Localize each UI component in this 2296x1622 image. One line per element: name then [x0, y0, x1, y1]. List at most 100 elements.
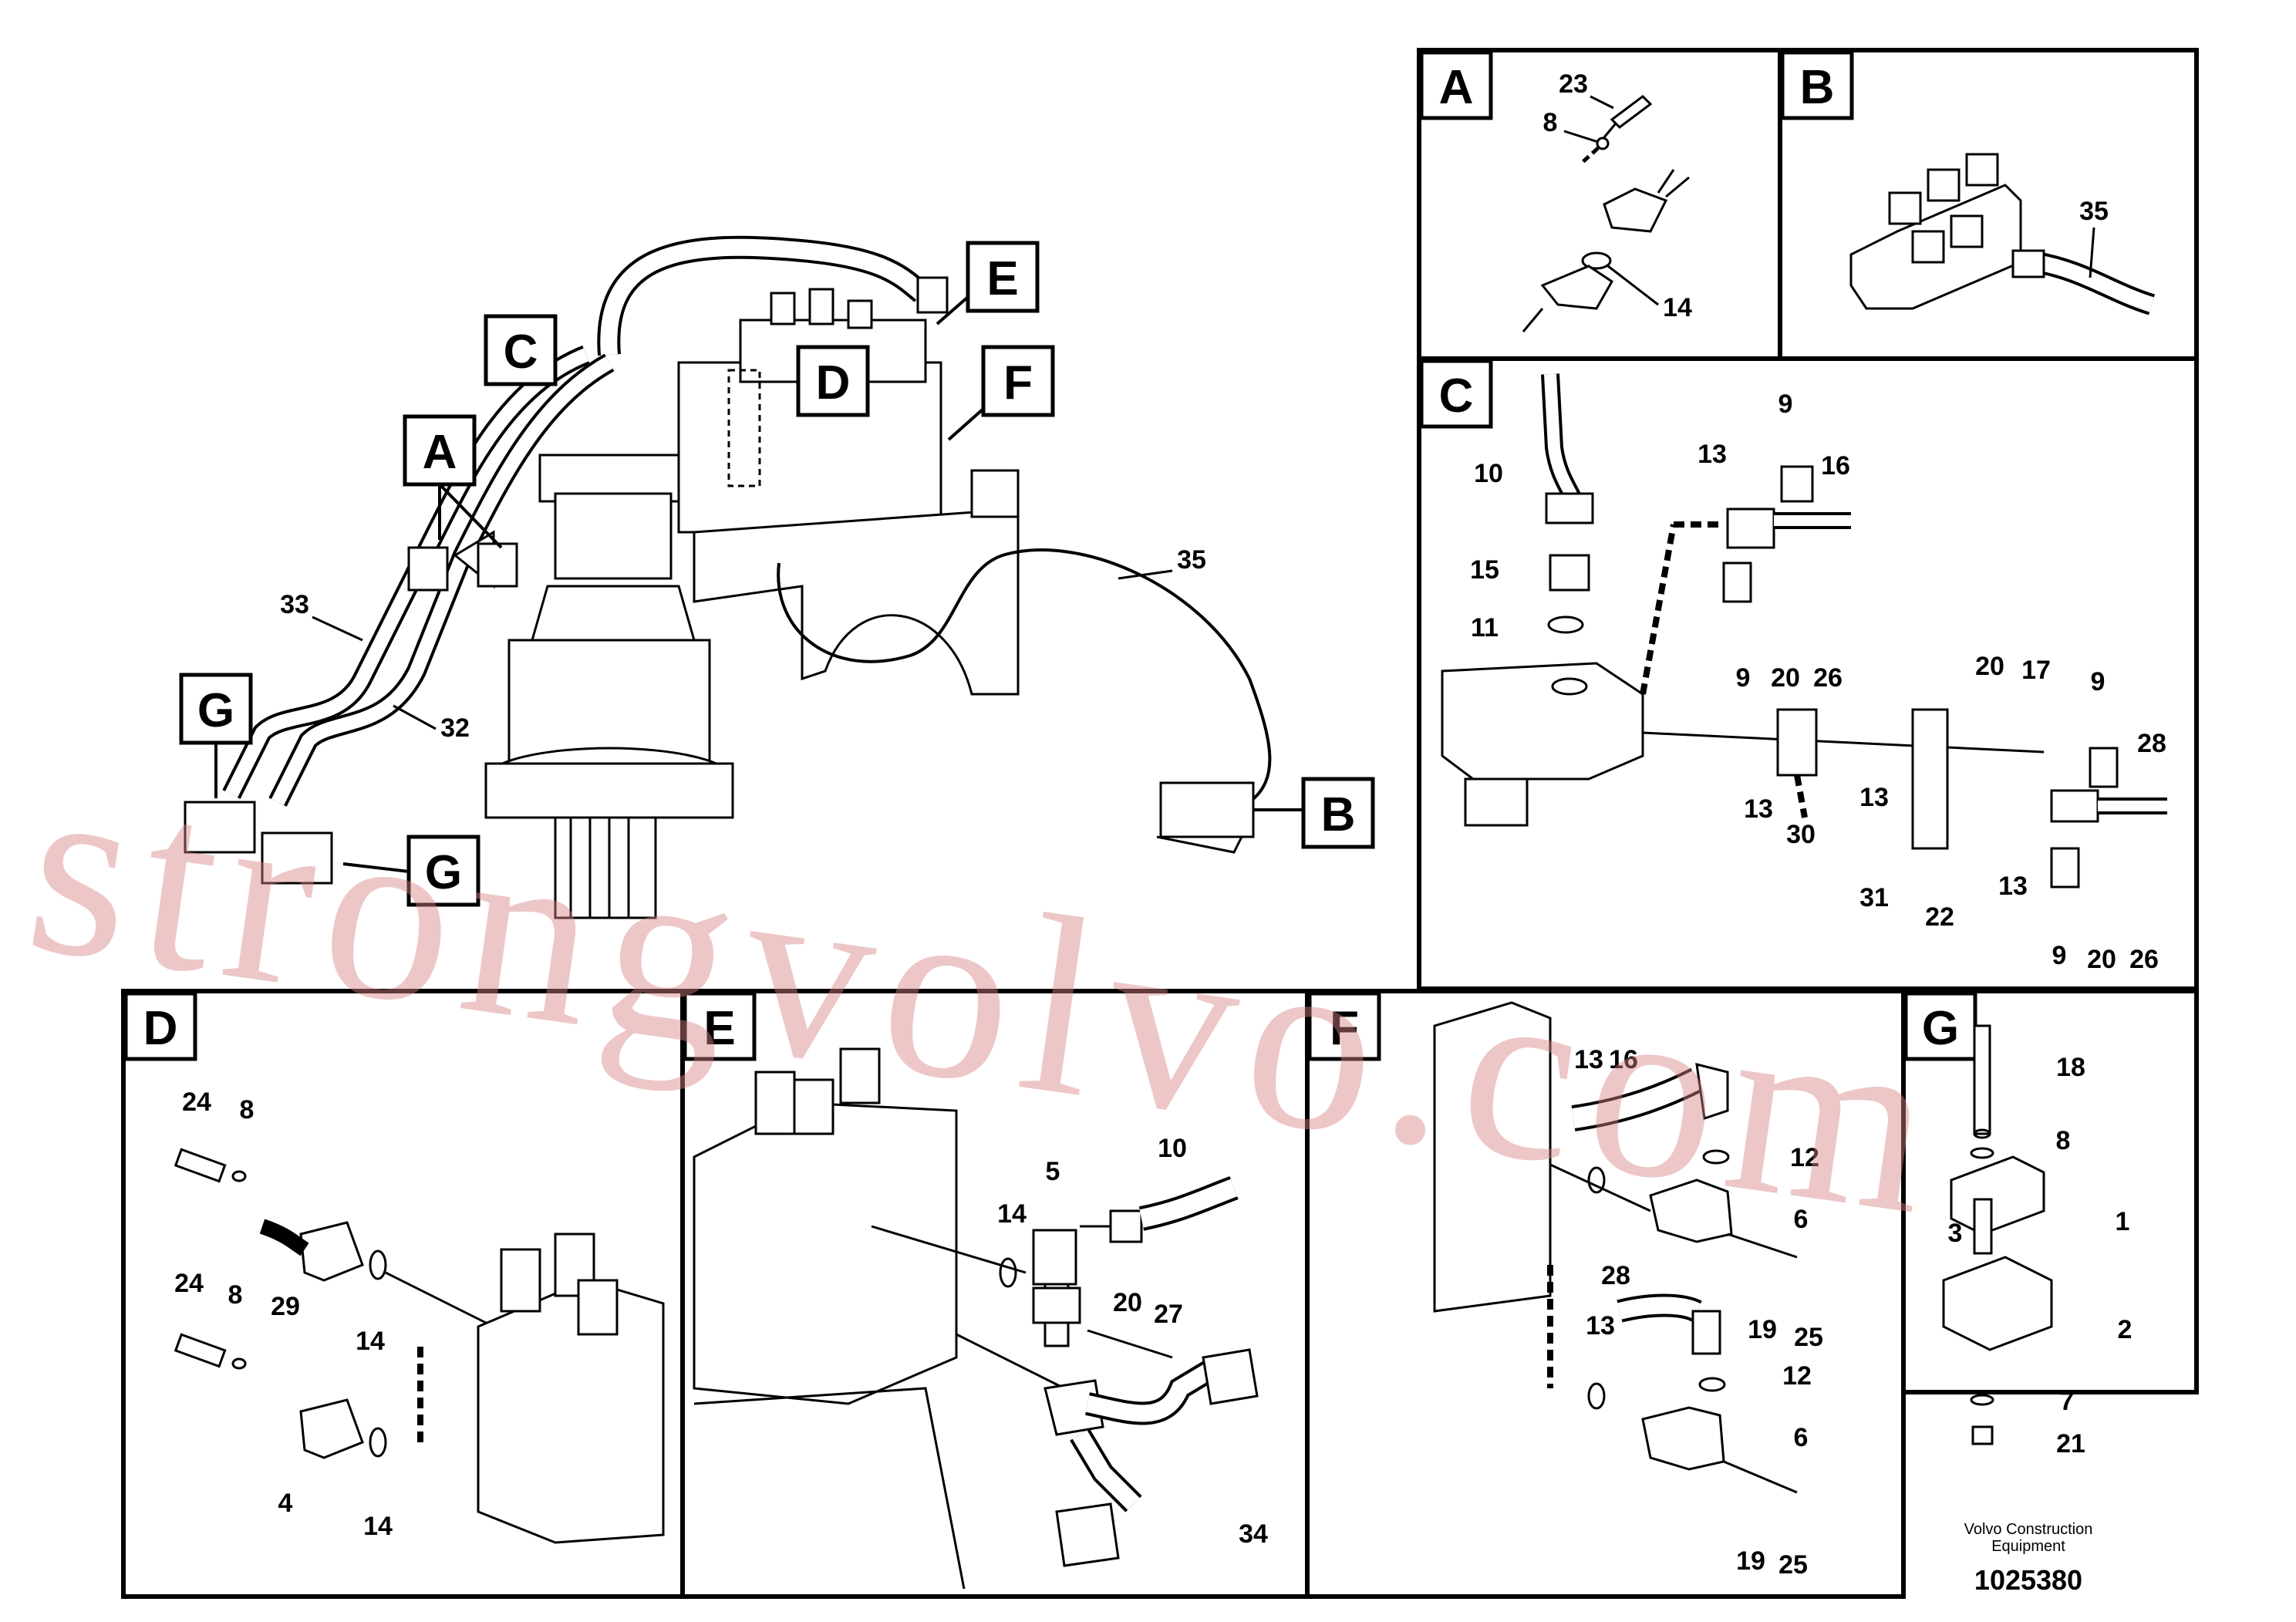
callout-19: 19	[1736, 1546, 1765, 1576]
panel-d-callouts: 24 8 29 14 24 8 4 14	[174, 1088, 393, 1541]
callout-5: 5	[1046, 1157, 1060, 1186]
callout-28: 28	[2137, 729, 2166, 758]
callout-21: 21	[2056, 1429, 2085, 1458]
callout-12: 12	[1790, 1143, 1819, 1172]
callout-9: 9	[2091, 667, 2106, 696]
svg-text:A: A	[1439, 61, 1474, 114]
callout-33: 33	[280, 590, 309, 619]
panel-d-drawing	[174, 1148, 665, 1544]
callout-9: 9	[1736, 663, 1751, 693]
callout-28: 28	[1601, 1261, 1630, 1290]
view-marker-f: F	[947, 345, 1055, 441]
callout-13: 13	[1698, 440, 1727, 469]
panel-a-callouts: 23 8 14	[1543, 69, 1692, 322]
view-marker-d: D	[727, 345, 870, 487]
panel-a-drawing	[1522, 95, 1690, 332]
svg-text:B: B	[1800, 61, 1835, 114]
callout-29: 29	[271, 1292, 300, 1321]
callout-27: 27	[1154, 1300, 1183, 1329]
callout-6: 6	[1794, 1423, 1809, 1452]
panel-e-callouts: 5 10 14 20 27 34	[997, 1134, 1268, 1549]
panel-f-callouts: 16 13 12 6 19 25 28 13 12 6 19 25	[1574, 1045, 1823, 1580]
svg-text:C: C	[504, 325, 538, 379]
panel-g-drawing	[1942, 1024, 2053, 1445]
callout-25: 25	[1794, 1323, 1823, 1352]
view-marker-g-lower: G	[342, 835, 480, 907]
callout-10: 10	[1474, 459, 1503, 488]
callout-2: 2	[2118, 1315, 2132, 1344]
svg-text:A: A	[423, 426, 457, 479]
callout-14: 14	[356, 1327, 385, 1356]
callout-15: 15	[1470, 555, 1499, 585]
view-marker-g-upper: G	[179, 673, 253, 798]
title-block: Volvo Construction Equipment 1025380	[1928, 1521, 2129, 1597]
svg-text:G: G	[1922, 1002, 1959, 1055]
document-number: 1025380	[1974, 1564, 2083, 1596]
callout-14: 14	[1663, 293, 1692, 322]
panel-tab-c: C	[1419, 359, 1493, 429]
svg-text:F: F	[1330, 1002, 1359, 1055]
panel-tab-f: F	[1307, 991, 1381, 1061]
callout-8: 8	[228, 1280, 243, 1310]
callout-19: 19	[1748, 1315, 1777, 1344]
panel-g-callouts: 18 8 3 1 2 7 21	[1948, 1053, 2132, 1458]
callout-35: 35	[2079, 197, 2109, 226]
callout-6: 6	[1794, 1205, 1809, 1234]
callout-24: 24	[182, 1088, 211, 1117]
panel-letter-tabs: A B C D E F G	[123, 50, 1977, 1061]
callout-16: 16	[1609, 1045, 1638, 1074]
callout-13: 13	[1859, 783, 1889, 812]
callout-20: 20	[2087, 945, 2116, 974]
view-marker-e: E	[936, 241, 1040, 325]
panel-b-callouts: 35	[2079, 197, 2109, 278]
callout-13: 13	[1744, 794, 1773, 824]
callout-16: 16	[1821, 451, 1850, 481]
callout-9: 9	[2052, 941, 2067, 970]
svg-text:E: E	[986, 252, 1018, 305]
callout-26: 26	[2129, 945, 2159, 974]
callout-8: 8	[2056, 1126, 2071, 1155]
callout-9: 9	[1778, 389, 1793, 419]
callout-20: 20	[1771, 663, 1800, 693]
panel-e-drawing	[693, 1047, 1259, 1590]
callout-13: 13	[1586, 1311, 1615, 1340]
callout-13: 13	[1998, 872, 2028, 901]
main-view-letter-boxes: A C D E F G G	[179, 241, 1375, 907]
callout-31: 31	[1859, 883, 1889, 912]
company-name: Volvo Construction Equipment	[1964, 1521, 2093, 1555]
callout-7: 7	[2060, 1387, 2075, 1416]
callout-34: 34	[1239, 1519, 1268, 1549]
callout-35: 35	[1177, 545, 1206, 575]
callout-20: 20	[1975, 652, 2004, 681]
callout-8: 8	[240, 1095, 255, 1125]
panel-tab-a: A	[1419, 50, 1493, 120]
panel-tab-d: D	[123, 991, 197, 1061]
main-assembly-drawing	[184, 235, 1272, 919]
svg-text:C: C	[1439, 369, 1474, 423]
callout-12: 12	[1782, 1361, 1812, 1391]
svg-text:D: D	[816, 356, 851, 410]
view-marker-a: A	[403, 414, 503, 549]
svg-text:G: G	[425, 846, 462, 899]
callout-23: 23	[1559, 69, 1588, 99]
callout-1: 1	[2116, 1207, 2130, 1236]
callout-30: 30	[1786, 820, 1816, 849]
svg-text:G: G	[197, 684, 234, 737]
svg-text:D: D	[143, 1002, 178, 1055]
svg-text:F: F	[1003, 356, 1033, 410]
panel-b-drawing	[1849, 153, 2156, 315]
panel-tab-b: B	[1780, 50, 1854, 120]
callout-8: 8	[1543, 108, 1558, 137]
callout-14: 14	[363, 1512, 393, 1541]
svg-text:B: B	[1321, 788, 1356, 841]
view-marker-b: B	[1253, 777, 1375, 849]
view-marker-c: C	[484, 314, 558, 386]
detail-panel-frames	[121, 48, 2199, 1599]
callout-3: 3	[1948, 1219, 1963, 1248]
main-callout-labels: 33 32 35	[280, 545, 1206, 743]
callout-18: 18	[2056, 1053, 2085, 1082]
callout-32: 32	[440, 713, 470, 743]
callout-11: 11	[1471, 613, 1499, 642]
callout-14: 14	[997, 1199, 1027, 1229]
